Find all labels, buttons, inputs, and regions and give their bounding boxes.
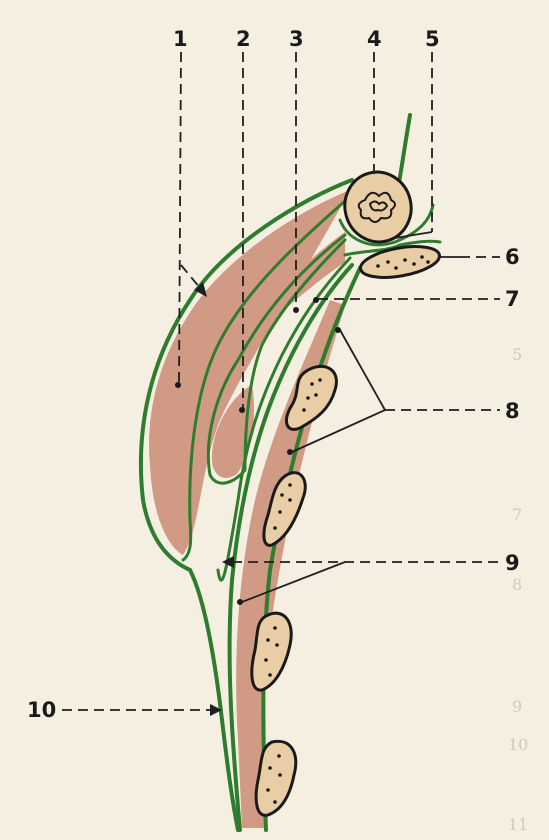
ghost-number-10: 10 — [508, 735, 528, 754]
ghost-number-9: 9 — [512, 697, 522, 716]
ghost-number-7: 7 — [512, 505, 522, 524]
lymph-node-lower — [252, 613, 291, 690]
lymph-node-8a — [286, 366, 336, 429]
label-9: 9 — [505, 551, 520, 575]
ghost-number-5: 5 — [512, 345, 522, 364]
leader-8-branch-a — [340, 330, 385, 410]
lymph-node-6 — [358, 241, 442, 282]
ghost-number-11: 11 — [508, 815, 528, 834]
label-7: 7 — [505, 287, 520, 311]
label-6: 6 — [505, 245, 520, 269]
label-8: 8 — [505, 399, 520, 423]
label-10: 10 — [27, 698, 56, 722]
label-5: 5 — [425, 27, 440, 51]
ghost-number-8: 8 — [512, 575, 522, 594]
label-1: 1 — [173, 27, 188, 51]
leader-branch-1 — [181, 265, 200, 288]
lymph-node-bottom — [256, 741, 296, 815]
label-2: 2 — [236, 27, 251, 51]
label-4: 4 — [367, 27, 382, 51]
label-3: 3 — [289, 27, 304, 51]
